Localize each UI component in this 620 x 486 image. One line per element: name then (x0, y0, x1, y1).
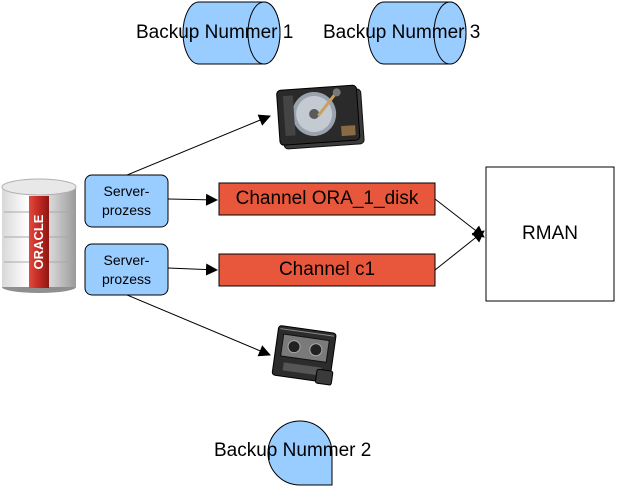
backup-tape-3-shape (367, 1, 467, 65)
channel-c1-box (218, 253, 436, 287)
hard-disk-icon (276, 84, 365, 150)
rman-box (485, 166, 615, 302)
tape-cassette-icon (271, 325, 337, 386)
channel-disk-label: Channel ORA_1_disk (235, 188, 419, 209)
backup-3-label: Backup Nummer 3 (323, 22, 481, 43)
channel-c1-label: Channel c1 (278, 259, 376, 280)
server-process-top-line2: prozess (101, 202, 152, 218)
channel-disk-box (218, 182, 436, 216)
backup-2-label: Backup Nummer 2 (214, 440, 372, 461)
arrow-server-top-to-channel-disk (167, 193, 218, 206)
server-process-top-label: Server- prozess (85, 175, 168, 227)
oracle-logo-text: ORACLE (31, 214, 46, 269)
arrow-channel-c1-to-rman (434, 230, 485, 271)
server-process-bottom-line1: Server- (103, 251, 150, 268)
server-process-bottom-label: Server- prozess (85, 244, 168, 295)
server-process-bottom-box (84, 243, 169, 296)
server-process-top-box (84, 174, 169, 228)
backup-1-label: Backup Nummer 1 (136, 22, 294, 43)
backup-tape-1-shape (182, 1, 281, 65)
arrow-channel-disk-to-rman (434, 198, 485, 238)
arrow-server-bottom-to-channel-c1 (167, 263, 218, 276)
arrow-server-top-to-disk (126, 114, 271, 176)
server-process-bottom-line2: prozess (101, 270, 152, 287)
arrow-server-bottom-to-tape (126, 294, 271, 357)
server-process-top-line1: Server- (103, 183, 150, 199)
rman-label: RMAN (522, 223, 578, 244)
backup-tape-2-shape (267, 420, 333, 486)
oracle-database-icon: ORACLE (1, 178, 77, 293)
